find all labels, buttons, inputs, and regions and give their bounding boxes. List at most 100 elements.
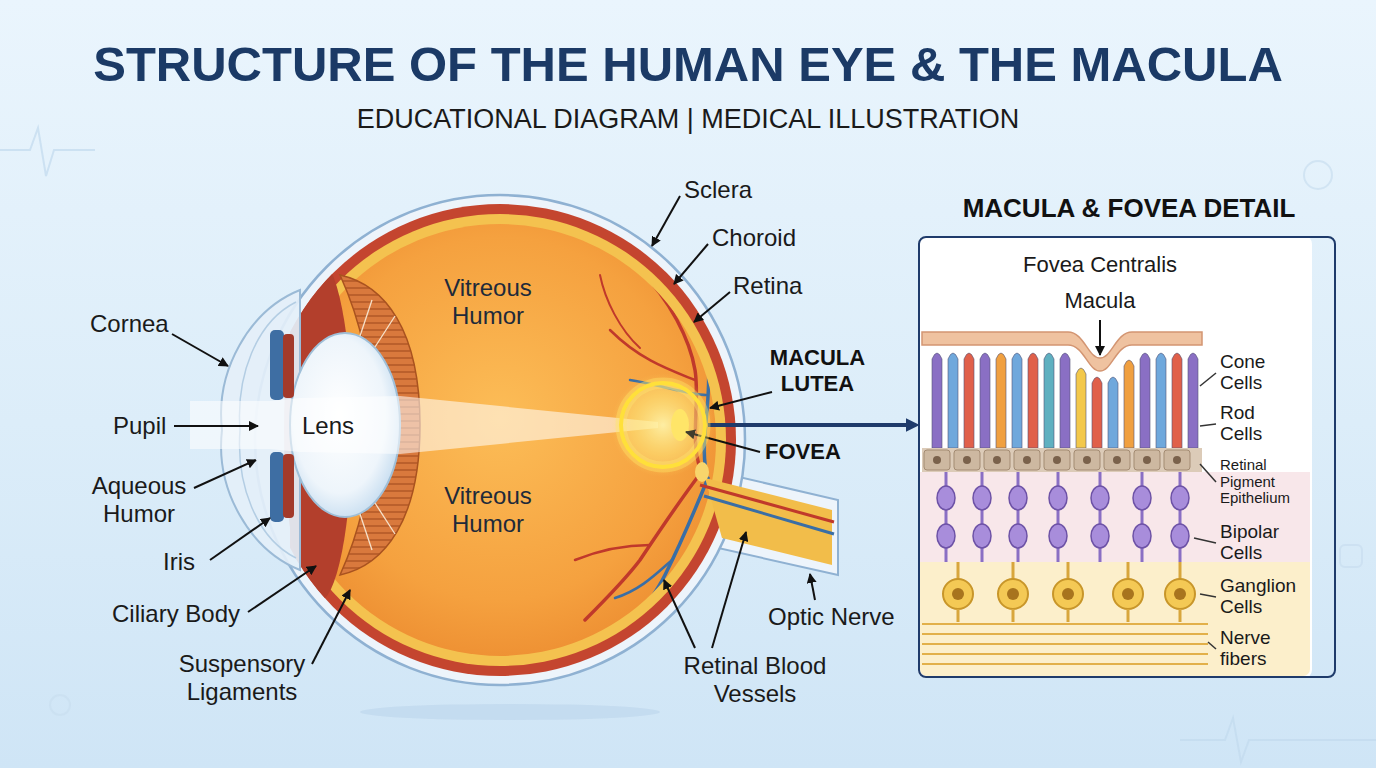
- background-decoration: [1304, 161, 1332, 189]
- suspensory-ligaments: [360, 300, 372, 336]
- retinal-vessels: [610, 330, 695, 380]
- pigment-nuclei: [1143, 456, 1151, 464]
- pigment-cells: [924, 450, 950, 470]
- photoreceptor-cells: [1140, 353, 1150, 448]
- pigment-cells: [1044, 450, 1070, 470]
- photoreceptor-cells: [1172, 353, 1182, 448]
- photoreceptor-cells: [1092, 377, 1102, 448]
- suspensory-ligaments: [375, 503, 395, 534]
- nerve-fibers: [922, 624, 1208, 664]
- leader-arrow: [712, 532, 746, 648]
- retina-cross-section: [920, 562, 1310, 676]
- photoreceptor-cells: [932, 353, 1198, 448]
- leader-line: [1194, 538, 1216, 543]
- retinal-vessels: [625, 478, 708, 635]
- photoreceptor-cells: [1124, 360, 1134, 448]
- optic-nerve-sheath: [700, 468, 838, 575]
- highlight-ring: [615, 377, 711, 473]
- layer-label: Cone Cells: [1220, 352, 1302, 394]
- pigment-cells: [1074, 450, 1100, 470]
- pigment-nuclei: [993, 456, 1001, 464]
- part-label: Optic Nerve: [768, 603, 928, 631]
- photoreceptor-cells: [996, 353, 1006, 448]
- ganglion-cells: [943, 562, 973, 622]
- background-decoration: [0, 128, 95, 176]
- retina-cross-section: [920, 320, 1310, 676]
- iris: [283, 454, 294, 518]
- photoreceptor-cells: [948, 353, 958, 448]
- part-label: Iris: [163, 548, 213, 576]
- panel-heading: MACULA & FOVEA DETAIL: [920, 194, 1338, 224]
- retinal-vessels: [575, 545, 650, 560]
- part-label: Vitreous Humor: [428, 274, 548, 329]
- layer-label: Retinal Pigment Epithelium: [1220, 457, 1302, 507]
- background-decoration: [0, 128, 1376, 762]
- part-label: Lens: [302, 412, 372, 440]
- bipolar-cells: [1171, 472, 1189, 562]
- background-decoration: [1180, 718, 1376, 762]
- ganglion-cells: [943, 562, 1195, 622]
- layer-label: Nerve fibers: [1220, 628, 1302, 670]
- ganglion-cells: [1113, 562, 1143, 622]
- layer-label: Bipolar Cells: [1220, 522, 1302, 564]
- pigment-cells: [1104, 450, 1130, 470]
- optic-disc: [695, 462, 709, 482]
- bipolar-cells: [1009, 472, 1027, 562]
- part-label: Retinal Blood Vessels: [660, 652, 850, 707]
- photoreceptor-cells: [932, 353, 942, 448]
- pigment-cells: [924, 450, 1190, 470]
- subtitle: EDUCATIONAL DIAGRAM | MEDICAL ILLUSTRATI…: [0, 104, 1376, 135]
- leader-line: [1194, 373, 1216, 649]
- ring-glow: [621, 383, 705, 467]
- photoreceptor-cells: [1076, 368, 1086, 448]
- photoreceptor-cells: [964, 353, 974, 448]
- iris: [270, 452, 284, 522]
- suspensory-ligaments: [375, 316, 395, 347]
- photoreceptor-cells: [1028, 353, 1038, 448]
- nerve-vein: [704, 496, 834, 534]
- background-decoration: [1340, 545, 1362, 567]
- nerve-fibers: [922, 633, 1208, 635]
- bipolar-cells: [1091, 472, 1109, 562]
- part-label: Cornea: [90, 310, 190, 338]
- pigment-nuclei: [1083, 456, 1091, 464]
- retinal-vessels: [585, 474, 700, 620]
- nerve-fibers: [922, 623, 1208, 625]
- pigment-nuclei: [933, 456, 941, 464]
- retina-cross-section: [918, 236, 1312, 678]
- layer-label: Ganglion Cells: [1220, 576, 1302, 618]
- pigment-cells: [1014, 450, 1040, 470]
- leader-line: [1200, 424, 1216, 426]
- part-label: Sclera: [684, 176, 784, 204]
- pigment-nuclei: [1023, 456, 1031, 464]
- leader-line: [1200, 373, 1216, 386]
- layer-label: Rod Cells: [1220, 403, 1302, 445]
- iris: [283, 334, 294, 398]
- nerve-artery: [700, 485, 834, 522]
- leader-arrow: [710, 392, 772, 408]
- macula-glow: [611, 373, 715, 477]
- part-label: Ciliary Body: [112, 600, 272, 628]
- photoreceptor-cells: [1060, 353, 1070, 448]
- pigment-layer: [922, 448, 1202, 472]
- region-label: FOVEA: [765, 439, 875, 465]
- pigment-nuclei: [1053, 456, 1061, 464]
- leader-line: [1200, 464, 1216, 482]
- pigment-nuclei: [963, 456, 971, 464]
- leader-arrow: [210, 518, 270, 560]
- photoreceptor-cells: [1188, 353, 1198, 448]
- leader-arrow: [652, 196, 680, 246]
- leader-arrow: [194, 460, 256, 488]
- leader-line: [1208, 642, 1216, 649]
- bipolar-cells: [973, 472, 991, 562]
- part-label: Suspensory Ligaments: [162, 650, 322, 705]
- photoreceptor-cells: [1156, 353, 1166, 448]
- retinal-vessels: [600, 275, 640, 348]
- leader-arrow: [694, 292, 730, 322]
- panel-label: Fovea Centralis: [990, 252, 1210, 277]
- nerve-fibers: [922, 663, 1208, 665]
- iris: [270, 330, 284, 400]
- leader-arrow: [172, 196, 815, 664]
- pigment-cells: [954, 450, 980, 470]
- leader-arrow: [674, 244, 708, 284]
